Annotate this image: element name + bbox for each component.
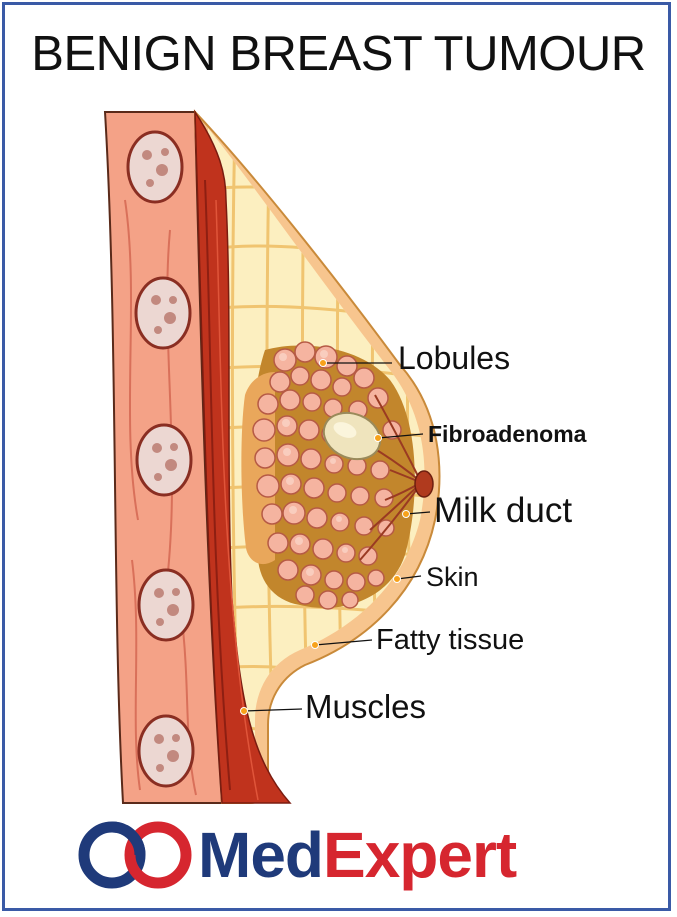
rib: [137, 568, 195, 642]
leader-lines: [243, 362, 431, 712]
label-fatty-tissue: Fatty tissue: [376, 624, 524, 656]
lobules: [241, 341, 415, 610]
nipple: [414, 470, 434, 498]
pointer-dot: [402, 510, 410, 518]
brand-med: Med: [198, 819, 324, 891]
page-title: BENIGN BREAST TUMOUR: [31, 27, 646, 81]
brand-wordmark: MedExpert: [198, 823, 517, 887]
ribs: [126, 130, 195, 788]
label-fibroadenoma: Fibroadenoma: [428, 421, 587, 447]
muscle: [194, 109, 292, 804]
pointer-dot: [319, 359, 327, 367]
fibroadenoma: [322, 411, 382, 461]
label-muscles: Muscles: [305, 688, 426, 725]
pointer-dot: [374, 434, 382, 442]
pointer-dot: [240, 707, 248, 715]
brand-expert: Expert: [323, 819, 517, 891]
pointer-dot: [311, 641, 319, 649]
pointer-dot: [393, 575, 401, 583]
rib: [134, 276, 192, 350]
rib: [135, 423, 193, 497]
rib: [126, 130, 184, 204]
brand-logo: MedExpert: [74, 820, 517, 890]
label-skin: Skin: [426, 562, 479, 592]
rib: [137, 714, 195, 788]
label-milk-duct: Milk duct: [434, 491, 572, 530]
label-lobules: Lobules: [398, 340, 510, 376]
interlocking-rings-icon: [78, 821, 192, 889]
